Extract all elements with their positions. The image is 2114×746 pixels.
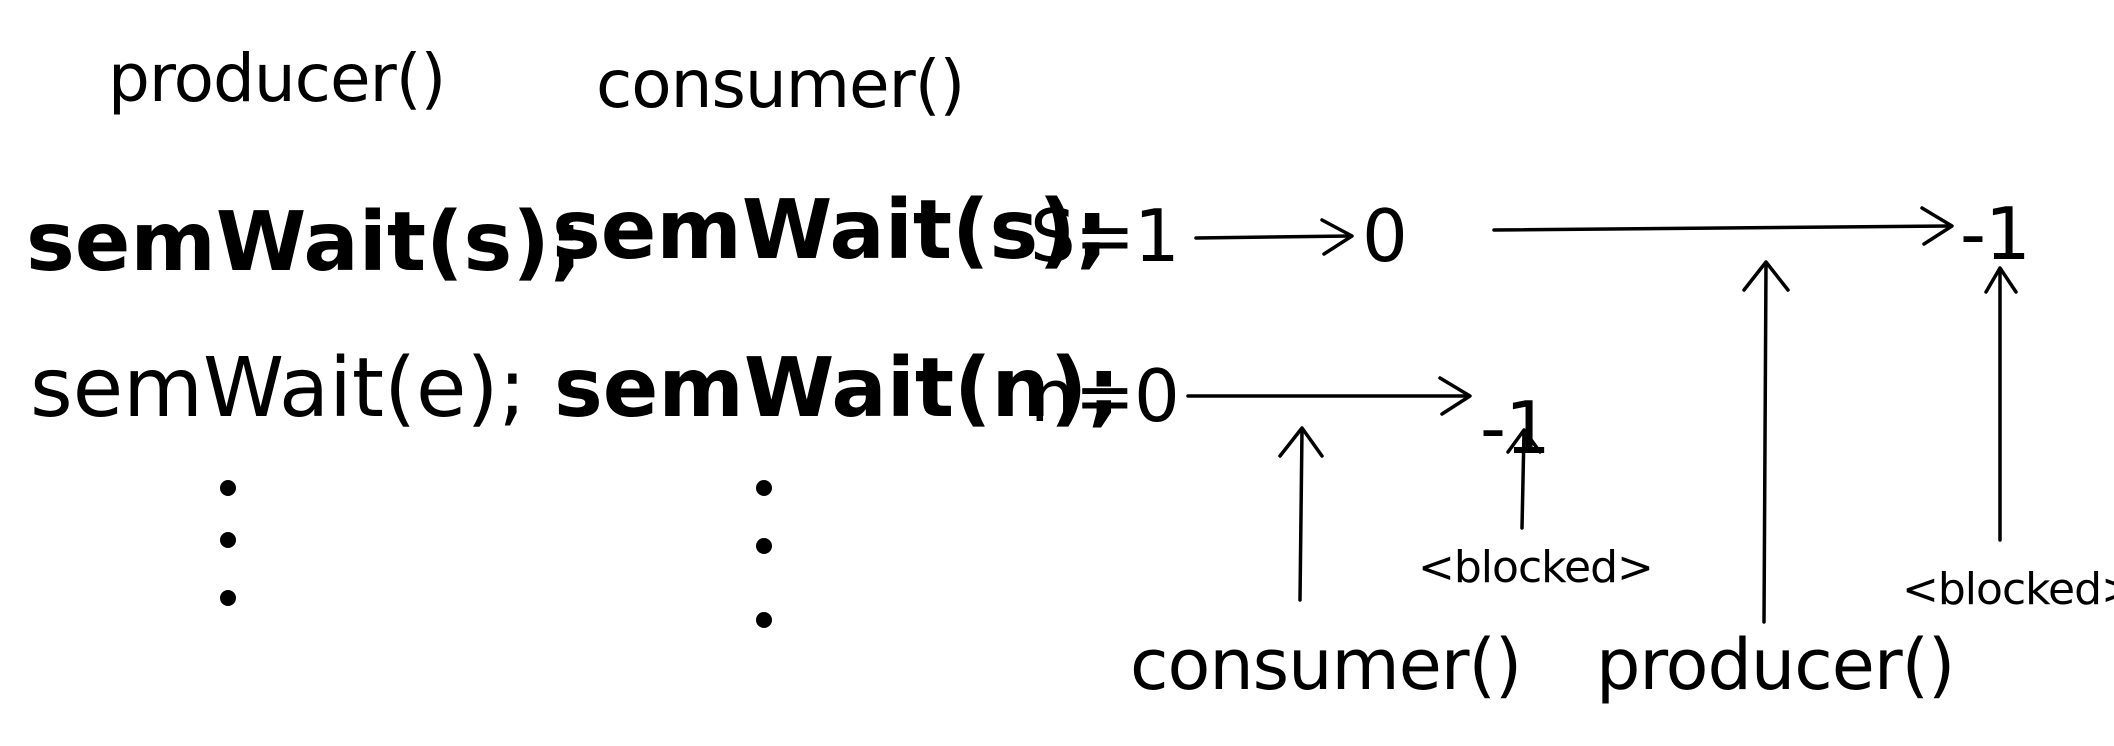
arrow-blocked-consumer-up xyxy=(1506,428,1542,530)
consumer-column-header: consumer() xyxy=(596,46,965,123)
arrow-producer-up xyxy=(1742,260,1790,624)
bottom-consumer-label: consumer() xyxy=(1130,624,1522,706)
producer-code-line-2: semWait(e); xyxy=(30,341,527,436)
producer-column-header: producer() xyxy=(108,40,446,117)
arrow-n-0-to-minus-1 xyxy=(1186,376,1472,416)
arrow-s-1-to-0 xyxy=(1194,218,1354,256)
producer-code-line-1: semWait(s); xyxy=(26,195,583,290)
arrow-consumer-up xyxy=(1278,426,1324,602)
bottom-producer-label: producer() xyxy=(1596,624,1955,706)
arrow-blocked-producer-up xyxy=(1984,266,2018,542)
arrow-s-0-to-minus-1 xyxy=(1492,206,1954,246)
blocked-label-consumer: <blocked> xyxy=(1418,542,1654,593)
consumer-code-line-2: semWait(n); xyxy=(554,341,1121,436)
semaphore-s-initial: S=1 xyxy=(1030,194,1180,278)
consumer-code-line-1: semWait(s); xyxy=(552,183,1109,278)
blocked-label-producer: <blocked> xyxy=(1902,564,2114,615)
consumer-ellipsis xyxy=(756,480,776,630)
semaphore-n-initial: n=0 xyxy=(1030,354,1180,438)
semaphore-s-after-consumer: 0 xyxy=(1362,194,1408,278)
producer-ellipsis xyxy=(220,480,240,630)
semaphore-s-after-producer: -1 xyxy=(1960,192,2031,276)
